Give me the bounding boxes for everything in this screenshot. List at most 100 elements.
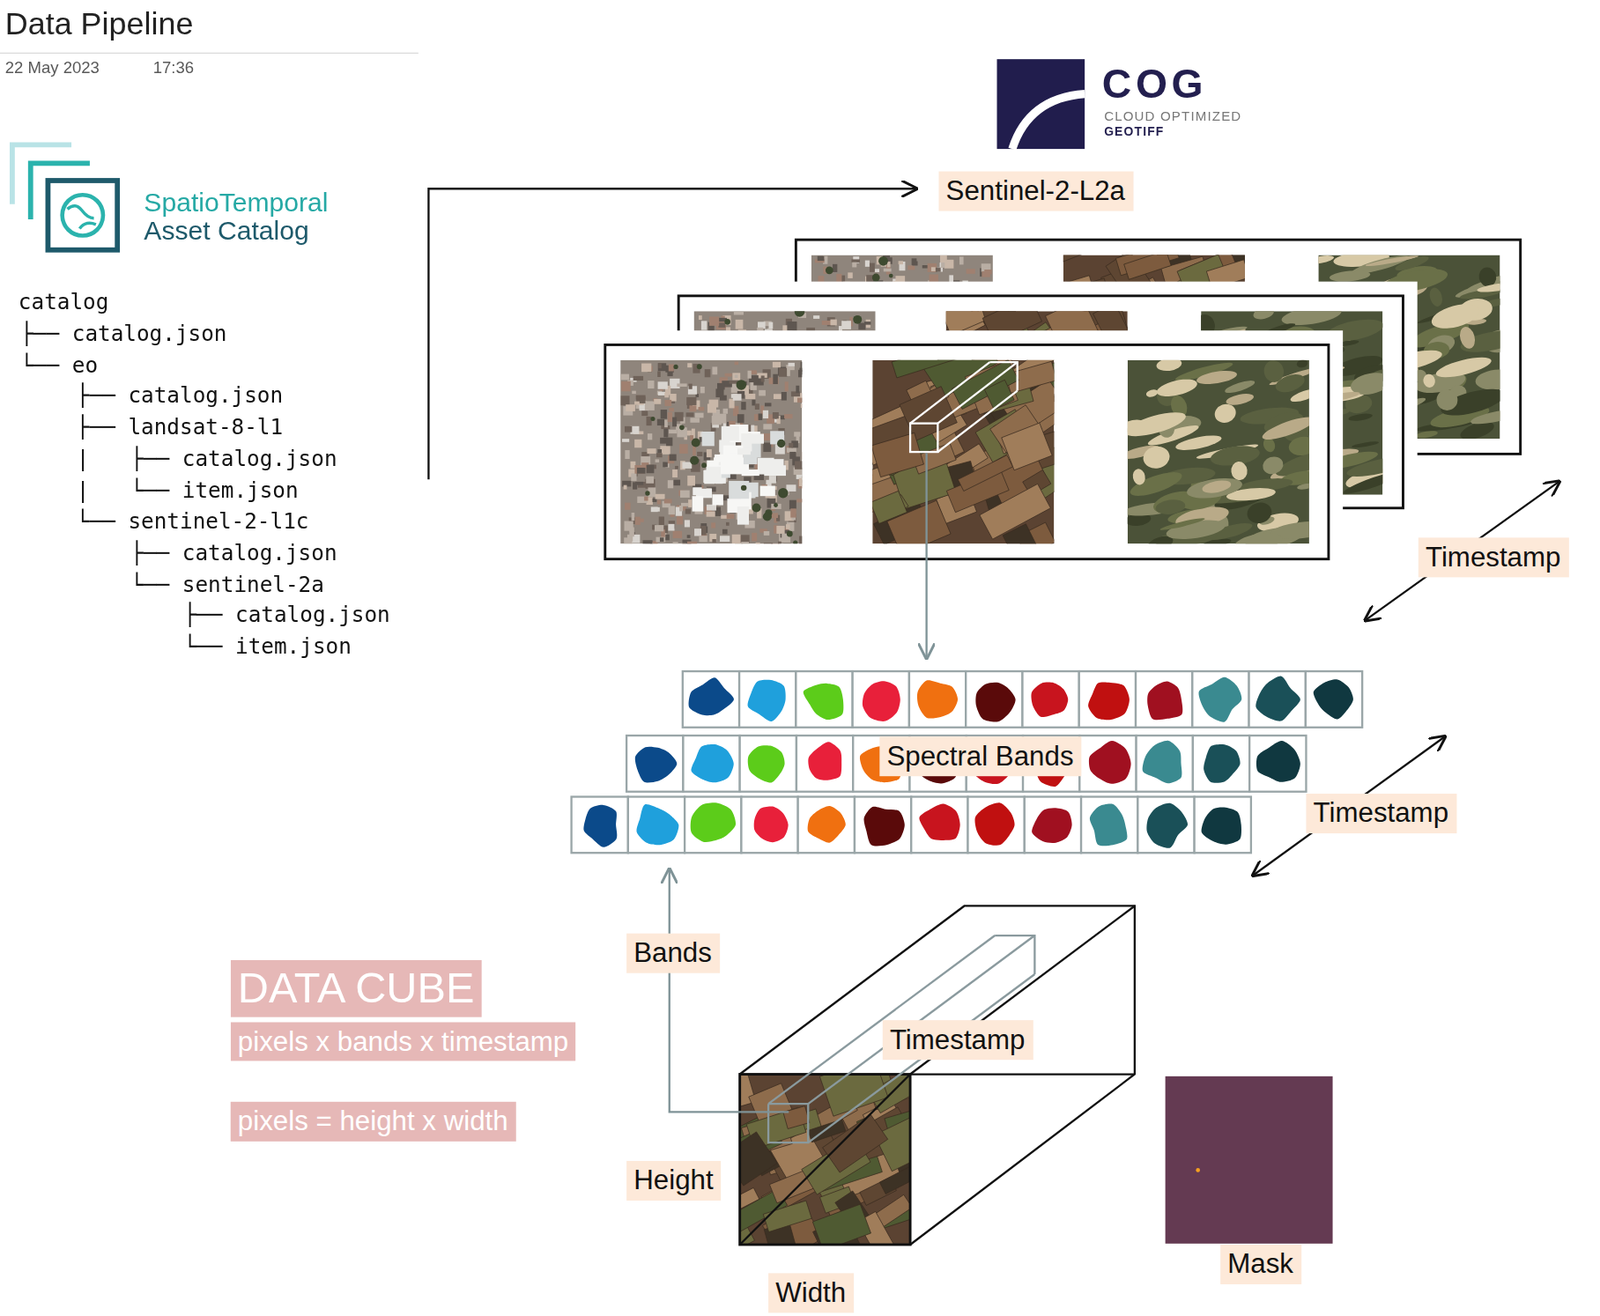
tag-text: Width (775, 1276, 846, 1311)
tree-line: ├── catalog.json (76, 383, 283, 409)
tag-text: DATA CUBE (237, 962, 475, 1015)
tag-text: Timestamp (1425, 540, 1562, 575)
dataset-tag: Sentinel-2-L2a (939, 171, 1134, 211)
data-cube (718, 905, 1135, 1268)
logo-globe (66, 206, 96, 230)
band-blob (807, 741, 842, 781)
logo-text: GEOTIFF (1103, 124, 1164, 140)
tag-text: pixels x bands x timestamp (237, 1025, 569, 1060)
band-cell (796, 735, 853, 793)
axis-tag: Timestamp (882, 1020, 1033, 1060)
tree-line: ├── landsat-8-l1 (76, 414, 283, 441)
bands-arrow (669, 869, 790, 1113)
band-cell (1249, 671, 1306, 728)
band-cell (739, 671, 796, 728)
band-cell (628, 797, 685, 854)
band-cell (798, 797, 855, 854)
satellite-image (620, 360, 802, 544)
band-blob (636, 804, 679, 845)
tree-line: | (76, 478, 90, 504)
band-cell (795, 671, 852, 728)
tag-text: Height (633, 1163, 713, 1198)
band-blob (1256, 740, 1301, 783)
tag-text: Spectral Bands (886, 740, 1074, 774)
tag-text: Timestamp (1313, 797, 1450, 831)
band-blob (1146, 803, 1188, 849)
band-cell (1079, 735, 1136, 793)
logo-text: SpatioTemporal (143, 186, 328, 219)
satellite-image (872, 360, 1054, 544)
title-rule (0, 52, 419, 54)
band-blob (803, 683, 845, 720)
band-blob (748, 680, 786, 722)
band-cell (626, 735, 683, 793)
axis-tag: Width (768, 1273, 853, 1312)
band-blob (918, 803, 960, 841)
band-cell (571, 797, 629, 854)
band-blob (1201, 807, 1242, 845)
cog-arc (1012, 94, 1085, 150)
note-tag: pixels = height x width (230, 1102, 516, 1141)
band-cell (854, 797, 912, 854)
band-cell (1136, 735, 1193, 793)
tree-line: ├── catalog.json (130, 540, 337, 567)
band-cell (1305, 671, 1363, 728)
band-blob (690, 802, 736, 843)
tag-text: Timestamp (889, 1023, 1026, 1058)
band-blob (1142, 740, 1183, 784)
tree-line: ├── catalog.json (20, 321, 227, 348)
band-cell (911, 797, 968, 854)
band-blob (583, 805, 617, 848)
band-cell (682, 671, 740, 728)
time: 17:36 (153, 58, 194, 78)
band-cell (909, 671, 966, 728)
axis-tag: Timestamp (1305, 793, 1456, 833)
mask-pixel (1195, 1168, 1200, 1173)
tree-line: ├── catalog.json (183, 602, 390, 629)
pixel-prism (937, 391, 1017, 452)
pixel-tower (768, 1103, 808, 1143)
axis-tag: Mask (1220, 1244, 1301, 1284)
band-cell (852, 671, 910, 728)
tree-line: catalog (18, 289, 110, 316)
band-cell (968, 797, 1025, 854)
date: 22 May 2023 (5, 58, 100, 78)
band-cell (1022, 671, 1079, 728)
tree-line: ├── catalog.json (130, 446, 337, 473)
pixel-arrow (925, 452, 927, 659)
band-cell (740, 797, 798, 854)
tag-text: Mask (1227, 1247, 1294, 1282)
band-blob (688, 677, 734, 716)
logo-text: CLOUD OPTIMIZED (1103, 108, 1242, 125)
satellite-image (740, 1074, 911, 1245)
logo-text: Asset Catalog (143, 214, 309, 247)
tag-text: Sentinel-2-L2a (946, 174, 1126, 208)
pixel-prism (937, 362, 1017, 423)
band-cell (965, 671, 1023, 728)
cube-edge (740, 1074, 911, 1245)
band-blob (807, 806, 846, 844)
band-blob (1147, 681, 1183, 720)
logo-frame (47, 180, 118, 251)
satellite-image (1127, 360, 1310, 544)
band-blob (1313, 679, 1354, 719)
band-blob (862, 681, 901, 722)
band-cell (1194, 797, 1252, 854)
band-blob (1088, 682, 1130, 721)
band-blob (1088, 740, 1132, 785)
logo-text: COG (1102, 59, 1208, 109)
band-blob (975, 682, 1015, 723)
band-cell (1079, 671, 1136, 728)
tree-line: └── item.json (130, 478, 298, 504)
cog-logo (997, 59, 1086, 149)
cube-edge (740, 905, 1135, 1245)
band-blob (863, 807, 904, 847)
pixel-square (910, 423, 938, 452)
band-blob (754, 806, 789, 843)
band-cell (1249, 735, 1306, 793)
band-blob (1089, 804, 1128, 847)
logo-frame (12, 144, 72, 204)
band-blob (1198, 677, 1242, 723)
band-blob (974, 802, 1015, 845)
band-cell (740, 735, 797, 793)
